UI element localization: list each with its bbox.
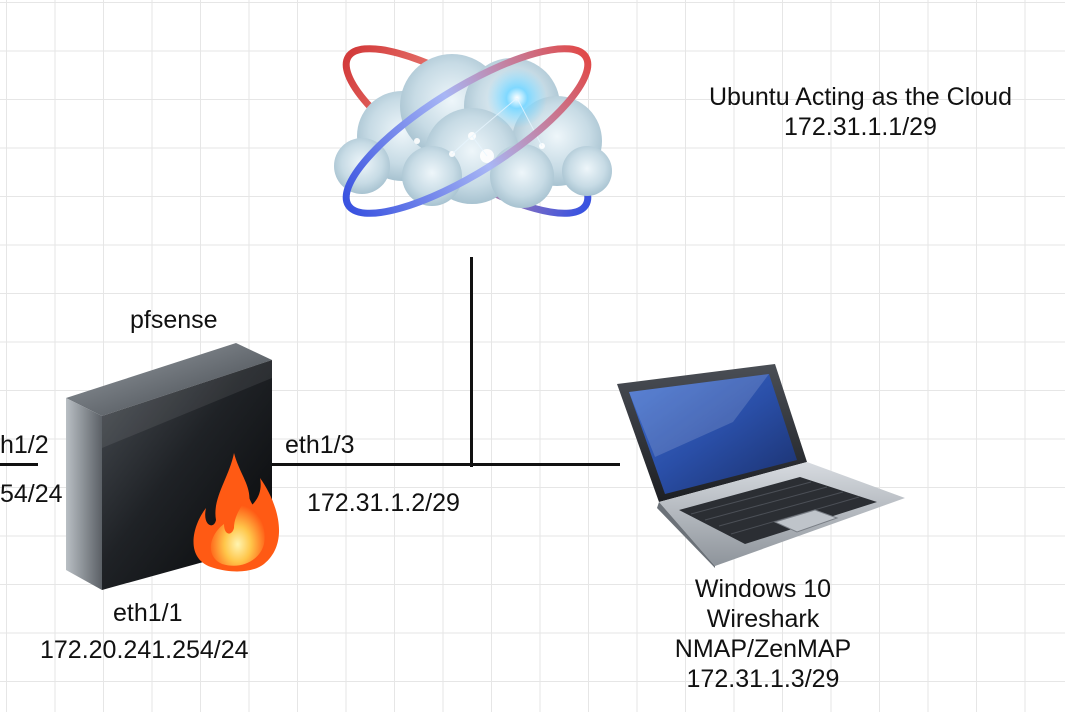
cloud-network-icon[interactable] <box>322 36 617 221</box>
cloud-node-label: Ubuntu Acting as the Cloud 172.31.1.1/29 <box>658 82 1063 142</box>
laptop-node-label: Windows 10 Wireshark NMAP/ZenMAP 172.31.… <box>598 574 928 694</box>
laptop-tool-2: NMAP/ZenMAP <box>674 635 852 663</box>
laptop-icon[interactable] <box>615 362 907 568</box>
laptop-os: Windows 10 <box>694 575 832 603</box>
cloud-node-title: Ubuntu Acting as the Cloud <box>709 83 1012 111</box>
right-interface-ip: 172.31.1.2/29 <box>307 489 460 517</box>
left-interface-name: h1/2 <box>0 431 49 459</box>
laptop-ip: 172.31.1.3/29 <box>686 665 840 693</box>
cloud-node-ip: 172.31.1.1/29 <box>784 113 937 141</box>
left-interface-ip: 54/24 <box>0 480 63 508</box>
wire-firewall-left <box>0 463 38 466</box>
laptop-tool-1: Wireshark <box>706 605 820 633</box>
firewall-title: pfsense <box>130 306 218 334</box>
wire-cloud-to-switch <box>470 257 473 467</box>
wire-firewall-to-laptop <box>272 463 620 466</box>
bottom-interface-ip: 172.20.241.254/24 <box>40 636 249 664</box>
firewall-appliance-icon[interactable] <box>64 338 294 593</box>
right-interface-name: eth1/3 <box>285 431 355 459</box>
bottom-interface-name: eth1/1 <box>113 599 183 627</box>
